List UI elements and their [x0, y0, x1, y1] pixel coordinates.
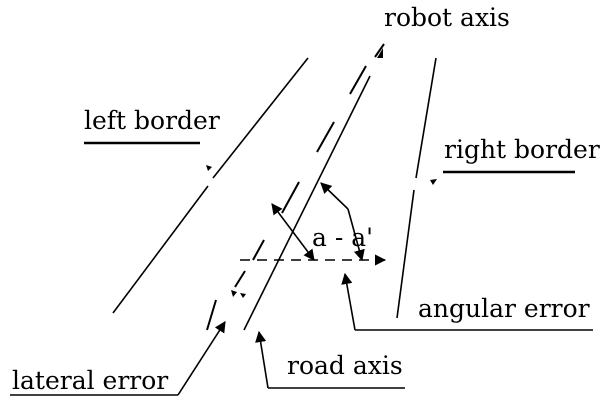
- lateral-error-label: lateral error: [12, 366, 168, 395]
- road-axis-label: road axis: [287, 351, 403, 380]
- angle-label: a - a': [312, 223, 373, 252]
- road-axis-leader: [255, 330, 405, 389]
- robot-axis-line: [206, 43, 385, 331]
- angular-error-leader: [341, 272, 593, 331]
- road-axis-line: [243, 75, 371, 331]
- lateral-error-leader: [10, 321, 226, 396]
- right-border-label: right border: [444, 135, 600, 164]
- angular-error-label: angular error: [418, 294, 590, 323]
- left-border-line: [112, 57, 309, 314]
- robot-axis-label: robot axis: [384, 3, 510, 32]
- lateral-error-marks: [231, 290, 246, 298]
- right-border-line: [396, 57, 437, 319]
- angle-arrows: [271, 182, 365, 262]
- left-border-label: left border: [84, 106, 220, 135]
